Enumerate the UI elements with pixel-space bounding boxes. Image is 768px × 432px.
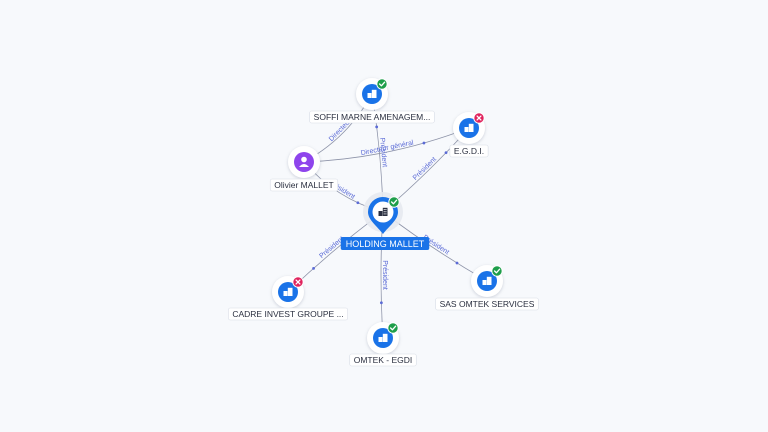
active-status-check-icon: [491, 265, 503, 277]
company-icon: [283, 287, 293, 296]
company-icon: [367, 89, 377, 98]
active-status-check-icon: [387, 322, 399, 334]
center-node-label-background: [340, 237, 430, 250]
node-egdi[interactable]: E.G.D.I.: [449, 112, 489, 158]
edge-label-center-omtekegdi: Président: [381, 260, 388, 290]
node-label-soffi-background: [309, 110, 435, 124]
edge-arrow-olivier-egdi: [422, 141, 426, 145]
edge-arrow-olivier-center: [356, 201, 360, 205]
center-node-label: HOLDING MALLET: [346, 239, 425, 249]
node-omtekegdi[interactable]: OMTEK - EGDI: [349, 322, 417, 367]
node-label-omtekegdi: OMTEK - EGDI: [354, 355, 413, 365]
person-icon: [299, 156, 309, 167]
node-label-sasomtek: SAS OMTEK SERVICES: [440, 299, 535, 309]
edge-label-center-soffi: Président: [378, 137, 388, 167]
edge-olivier-egdi: [303, 127, 470, 163]
node-soffi[interactable]: SOFFI MARNE AMENAGEM...: [309, 78, 435, 124]
node-label-soffi: SOFFI MARNE AMENAGEM...: [314, 112, 431, 122]
edge-label-center-egdi: Président: [412, 156, 438, 182]
closed-status-cross-icon: [292, 276, 304, 288]
node-label-olivier-background: [269, 178, 339, 192]
edge-arrow-center-egdi: [444, 151, 448, 155]
node-cadre[interactable]: CADRE INVEST GROUPE ...: [228, 276, 348, 321]
edge-arrow-center-cadre: [312, 266, 315, 270]
node-label-omtekegdi-background: [349, 353, 417, 367]
node-olivier[interactable]: Olivier MALLET: [269, 146, 339, 192]
company-icon: [482, 276, 492, 285]
node-label-sasomtek-background: [435, 297, 539, 311]
company-icon: [464, 123, 474, 132]
active-status-check-icon: [376, 78, 388, 90]
edge-arrow-center-soffi: [375, 125, 379, 129]
node-label-olivier: Olivier MALLET: [274, 180, 334, 190]
center-node[interactable]: HOLDING MALLET: [340, 192, 430, 250]
node-label-cadre: CADRE INVEST GROUPE ...: [232, 309, 343, 319]
node-label-egdi: E.G.D.I.: [454, 146, 484, 156]
active-status-check-icon: [388, 196, 400, 208]
node-label-cadre-background: [228, 307, 348, 321]
node-label-egdi-background: [449, 144, 489, 158]
node-sasomtek[interactable]: SAS OMTEK SERVICES: [435, 265, 539, 311]
closed-status-cross-icon: [473, 112, 485, 124]
company-icon: [378, 207, 388, 216]
nodes-layer: SOFFI MARNE AMENAGEM... E.G.D.I. Olivier M…: [228, 78, 539, 367]
company-icon: [378, 333, 388, 342]
edge-arrow-center-sasomtek: [455, 261, 459, 265]
edge-arrow-center-omtekegdi: [379, 301, 383, 305]
